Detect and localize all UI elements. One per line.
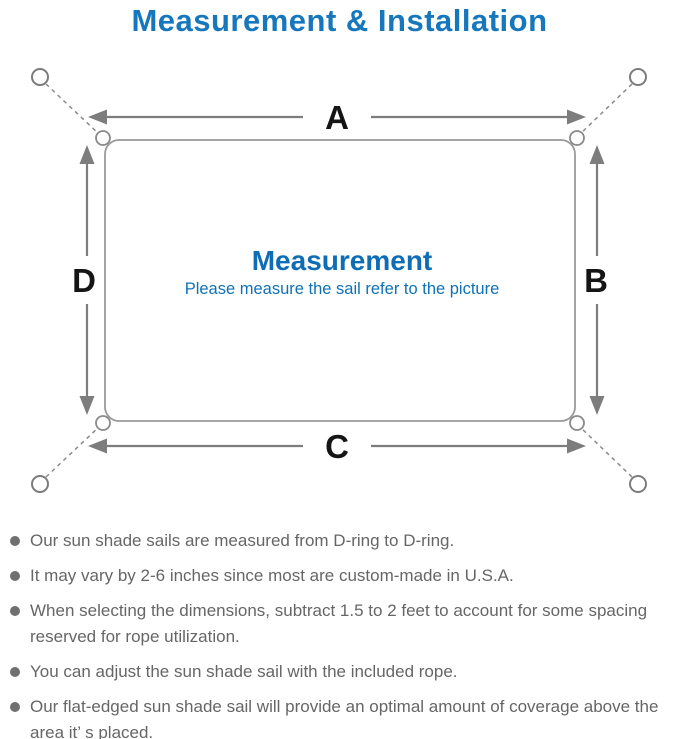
label-c: C (325, 428, 349, 465)
bullet-icon (10, 536, 20, 546)
list-item: Our sun shade sails are measured from D-… (10, 528, 673, 554)
list-item: Our flat-edged sun shade sail will provi… (10, 694, 673, 739)
note-text: When selecting the dimensions, subtract … (30, 601, 648, 646)
diagram-center-title: Measurement (252, 245, 433, 276)
d-ring-bottom-left-icon (95, 415, 111, 431)
anchor-ring-bottom-left-icon (31, 475, 49, 493)
arrow-b (589, 145, 605, 415)
notes-list: Our sun shade sails are measured from D-… (10, 528, 673, 739)
anchor-points (31, 68, 647, 493)
label-b: B (584, 262, 608, 299)
arrowhead-down-icon (589, 396, 605, 415)
bullet-icon (10, 606, 20, 616)
bullet-icon (10, 571, 20, 581)
anchor-ring-top-right-icon (629, 68, 647, 86)
d-ring-top-left-icon (95, 130, 111, 146)
rope-bottom-left (45, 424, 102, 478)
label-d: D (72, 262, 96, 299)
sail-outline (104, 139, 576, 422)
anchor-ring-top-left-icon (31, 68, 49, 86)
bullet-icon (10, 667, 20, 677)
arrowhead-up-icon (79, 145, 95, 164)
arrow-d (79, 145, 95, 415)
d-ring-top-right-icon (569, 130, 585, 146)
arrowhead-right-icon (567, 438, 586, 454)
diagram-center-subtitle: Please measure the sail refer to the pic… (185, 280, 500, 298)
rope-bottom-right (577, 424, 633, 478)
arrowhead-up-icon (589, 145, 605, 164)
note-text: Our flat-edged sun shade sail will provi… (30, 697, 659, 739)
list-item: It may vary by 2-6 inches since most are… (10, 563, 673, 589)
rope-top-left (45, 83, 102, 137)
arrowhead-down-icon (79, 396, 95, 415)
arrowhead-left-icon (88, 438, 107, 454)
anchor-ring-bottom-right-icon (629, 475, 647, 493)
d-ring-bottom-right-icon (569, 415, 585, 431)
list-item: You can adjust the sun shade sail with t… (10, 659, 673, 685)
page-title: Measurement & Installation (131, 3, 548, 38)
bullet-icon (10, 702, 20, 712)
note-text: Our sun shade sails are measured from D-… (30, 531, 455, 550)
arrowhead-left-icon (88, 109, 107, 125)
note-text: You can adjust the sun shade sail with t… (30, 662, 458, 681)
sail-d-rings (95, 130, 585, 431)
arrowhead-right-icon (567, 109, 586, 125)
note-text: It may vary by 2-6 inches since most are… (30, 566, 514, 585)
arrow-a (88, 109, 586, 125)
rope-top-right (577, 83, 633, 137)
label-a: A (325, 99, 349, 136)
list-item: When selecting the dimensions, subtract … (10, 598, 673, 650)
arrow-c (88, 438, 586, 454)
